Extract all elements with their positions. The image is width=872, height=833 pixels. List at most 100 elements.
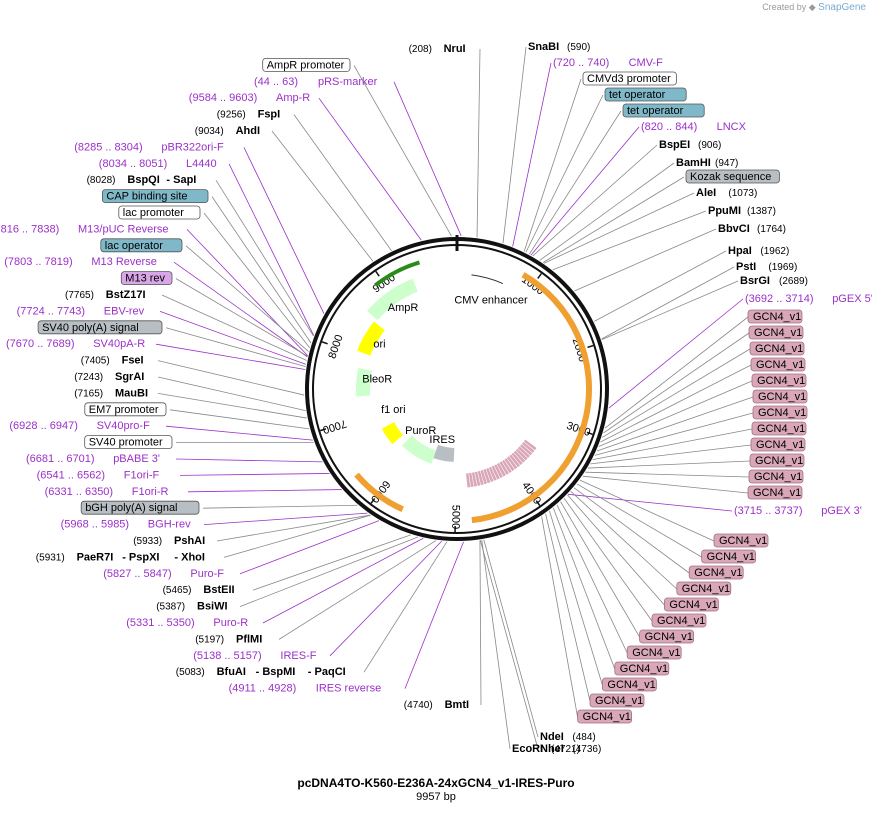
gcn4-box bbox=[688, 565, 744, 580]
label-text: - SapI bbox=[166, 174, 196, 186]
label-text: HpaI bbox=[728, 245, 752, 257]
gcn4-box bbox=[750, 357, 806, 372]
label-primer: (3715 .. 3737)pGEX 3' bbox=[734, 505, 862, 517]
gcn4-box bbox=[752, 405, 808, 420]
label-text: BfuAI bbox=[217, 666, 246, 678]
leader-line bbox=[157, 360, 305, 396]
label-primer: (8034 .. 8051)L4440 bbox=[99, 158, 217, 170]
gcn4-box-text: GCN4_v1 bbox=[583, 711, 631, 723]
leader-line bbox=[215, 179, 314, 337]
leader-line bbox=[481, 539, 511, 750]
feature-box-text: Kozak sequence bbox=[690, 171, 771, 183]
gcn4-box-text: GCN4_v1 bbox=[669, 599, 717, 611]
leader-line bbox=[211, 196, 312, 344]
label-box: tet operator bbox=[604, 87, 687, 102]
leader-line bbox=[393, 81, 462, 237]
label-primer: (7816 .. 7838)M13/pUC Reverse bbox=[0, 223, 168, 235]
label-site: (208)NruI bbox=[409, 43, 466, 55]
feature-label-puror: PuroR bbox=[405, 425, 436, 437]
feature-label-bleor: BleoR bbox=[362, 373, 392, 385]
label-site: (5465)BstEII bbox=[163, 584, 235, 596]
label-text: (2689) bbox=[779, 276, 808, 287]
cmv-enhancer-outline bbox=[471, 274, 504, 284]
label-site: (9256)FspI bbox=[217, 109, 280, 121]
gcn4-label-box: GCN4_v1 bbox=[651, 613, 707, 628]
label-text: (5931) bbox=[36, 552, 65, 563]
label-text: F1ori-F bbox=[124, 469, 160, 481]
gcn4-repeat-block bbox=[523, 439, 537, 451]
label-site: HpaI(1962) bbox=[728, 245, 789, 257]
label-text: NdeI bbox=[540, 731, 564, 743]
label-primer: (6928 .. 6947)SV40pro-F bbox=[9, 420, 150, 432]
tick-mark bbox=[535, 500, 541, 507]
gcn4-repeat-block bbox=[521, 441, 535, 453]
label-text: Puro-F bbox=[190, 568, 224, 580]
label-text: IRES-F bbox=[280, 650, 316, 662]
gcn4-repeat-block bbox=[517, 446, 530, 458]
label-text: (8285 .. 8304) bbox=[74, 141, 143, 153]
gcn4-box bbox=[589, 693, 645, 708]
leader-line bbox=[155, 343, 306, 370]
feature-box bbox=[80, 500, 200, 515]
gcn4-box-text: GCN4_v1 bbox=[719, 535, 767, 547]
label-text: (5083) bbox=[176, 667, 205, 678]
leader-line bbox=[476, 48, 481, 238]
label-box: lac promoter bbox=[118, 205, 201, 220]
leader-line bbox=[567, 494, 665, 606]
label-text: PshAI bbox=[174, 535, 205, 547]
gcn4-repeat-block bbox=[477, 470, 484, 486]
gcn4-repeat-block bbox=[474, 471, 481, 486]
label-text: (5968 .. 5985) bbox=[61, 519, 130, 531]
leader-line bbox=[187, 489, 342, 493]
leader-line bbox=[596, 396, 754, 452]
gcn4-label-box: GCN4_v1 bbox=[614, 661, 670, 676]
leader-line bbox=[601, 266, 735, 340]
label-text: (4740) bbox=[404, 700, 433, 711]
label-site: PpuMI(1387) bbox=[708, 205, 776, 217]
feature-box-text: SV40 promoter bbox=[89, 437, 163, 449]
gcn4-box-text: GCN4_v1 bbox=[620, 663, 668, 675]
leader-line bbox=[600, 364, 752, 443]
label-text: (8028) bbox=[87, 175, 116, 186]
leader-line bbox=[556, 504, 628, 654]
label-text: NruI bbox=[444, 43, 466, 55]
label-text: - PaqCI bbox=[308, 666, 346, 678]
label-primer: (5968 .. 5985)BGH-rev bbox=[61, 519, 191, 531]
leader-line bbox=[202, 504, 358, 509]
label-text: (4736) bbox=[572, 744, 601, 755]
label-text: (4911 .. 4928) bbox=[229, 683, 297, 695]
label-text: (3692 .. 3714) bbox=[745, 293, 814, 305]
leader-line bbox=[186, 229, 308, 356]
label-primer: (4911 .. 4928)IRES reverse bbox=[229, 683, 382, 695]
label-box: SV40 poly(A) signal bbox=[37, 320, 163, 335]
gcn4-box bbox=[577, 709, 632, 724]
feature-box bbox=[120, 271, 173, 286]
gcn4-label-box: GCN4_v1 bbox=[749, 341, 805, 356]
leader-line bbox=[157, 376, 306, 412]
label-text: LNCX bbox=[717, 121, 747, 133]
leader-line bbox=[601, 280, 739, 341]
gcn4-box bbox=[748, 469, 804, 484]
gcn4-repeat-block bbox=[501, 459, 512, 474]
gcn4-box-text: GCN4_v1 bbox=[694, 567, 742, 579]
label-box: CMVd3 promoter bbox=[582, 71, 677, 86]
label-text: (6928 .. 6947) bbox=[9, 420, 78, 432]
gcn4-box bbox=[747, 485, 803, 500]
label-box: EM7 promoter bbox=[84, 402, 167, 417]
gcn4-box-text: GCN4_v1 bbox=[756, 359, 804, 371]
gcn4-box bbox=[752, 389, 808, 404]
feature-box bbox=[582, 71, 677, 86]
gcn4-label-box: GCN4_v1 bbox=[688, 565, 744, 580]
label-site: (7765)BstZ17I bbox=[65, 289, 146, 301]
leader-line bbox=[604, 316, 749, 429]
leader-line bbox=[243, 147, 325, 314]
label-text: (4721) bbox=[551, 744, 580, 755]
label-box: CAP binding site bbox=[102, 189, 209, 204]
leader-line bbox=[549, 510, 603, 686]
label-text: BspQI bbox=[127, 174, 159, 186]
gcn4-box bbox=[749, 453, 805, 468]
label-site: PstI(1969) bbox=[736, 261, 797, 273]
label-text: - PspXI bbox=[122, 551, 159, 563]
